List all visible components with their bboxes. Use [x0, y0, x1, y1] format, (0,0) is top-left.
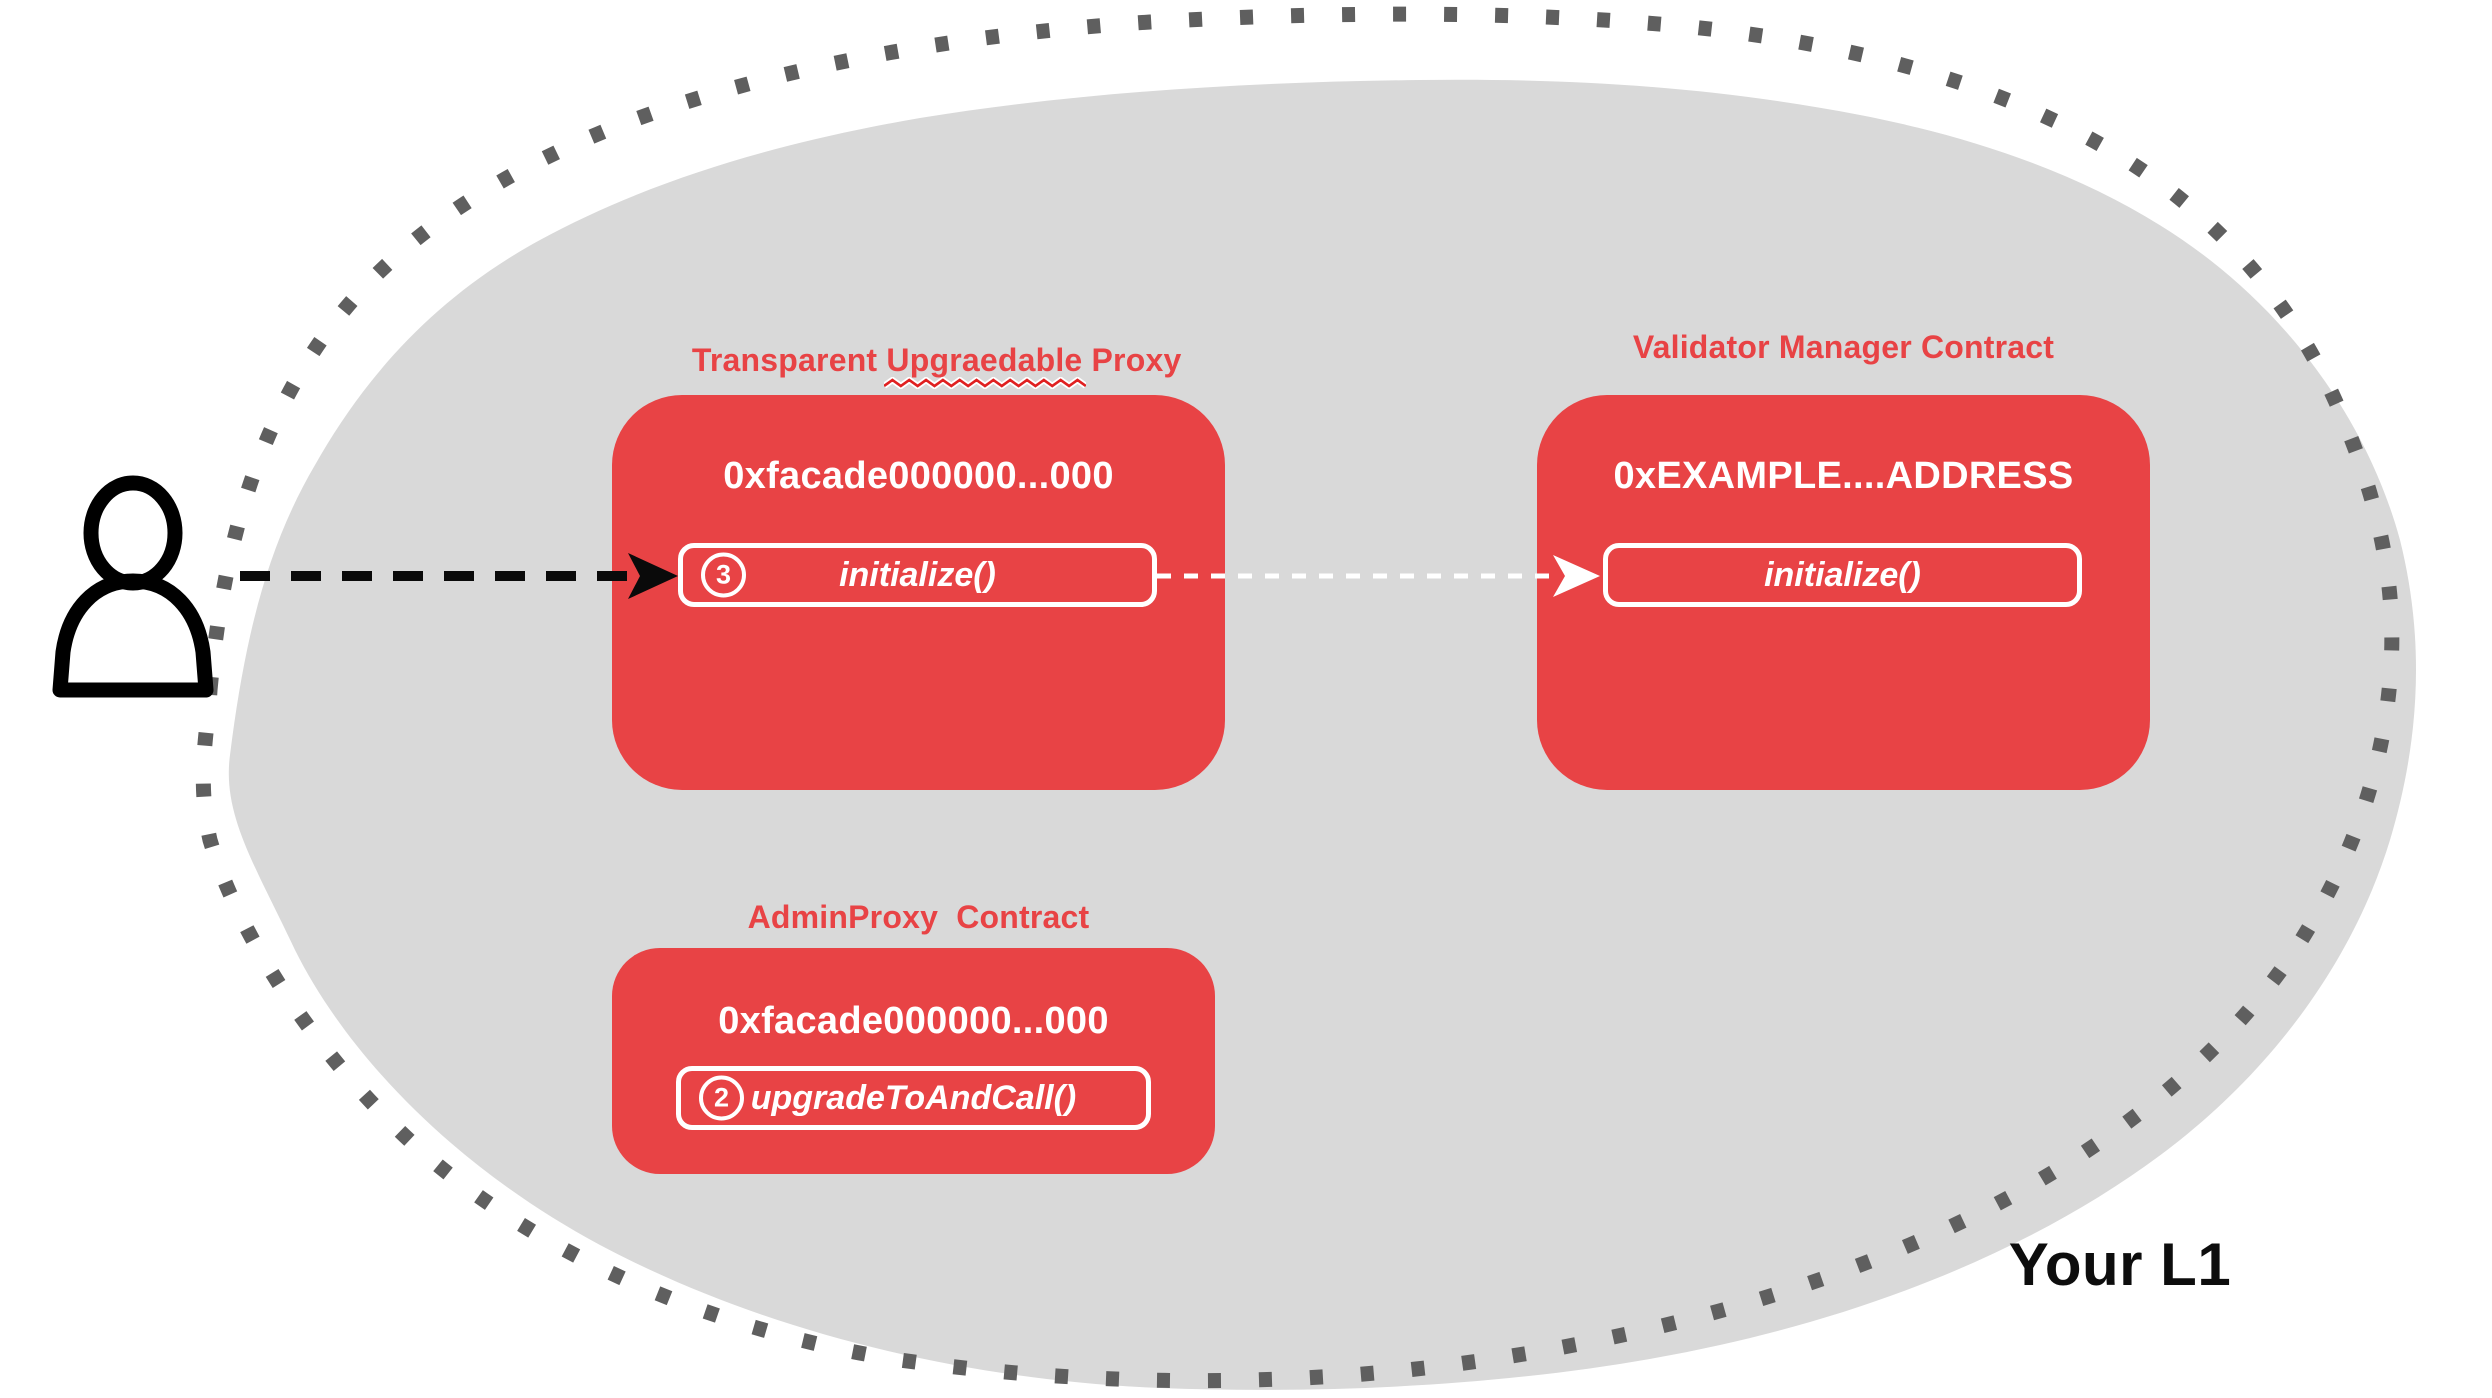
- spellcheck-squiggle-icon: [884, 377, 1087, 389]
- proxy-contract-card: 0xfacade000000...000 3 initialize(): [612, 395, 1225, 790]
- person-icon: [52, 475, 214, 698]
- validator-contract-title: Validator Manager Contract: [1632, 329, 2055, 365]
- upgrade-to-and-call-label: upgradeToAndCall(): [750, 1078, 1077, 1117]
- validator-contract-address: 0xEXAMPLE....ADDRESS: [1613, 455, 2074, 497]
- proxy-initialize-button: 3 initialize(): [678, 543, 1157, 607]
- validator-initialize-button: initialize(): [1603, 543, 2082, 607]
- admin-proxy-contract-address: 0xfacade000000...000: [718, 1000, 1109, 1042]
- admin-proxy-contract-title: AdminProxy Contract: [747, 899, 1090, 935]
- step-3-badge: 3: [701, 552, 746, 598]
- proxy-initialize-label: initialize(): [839, 555, 996, 594]
- step-2-badge: 2: [699, 1075, 744, 1121]
- validator-initialize-label: initialize(): [1764, 555, 1921, 594]
- proxy-title-part1: Transparent: [691, 342, 887, 378]
- validator-contract-card: 0xEXAMPLE....ADDRESS initialize(): [1537, 395, 2150, 790]
- proxy-title-misspelled-word: Upgraedable: [884, 341, 1087, 389]
- region-label: Your L1: [2008, 1231, 2232, 1298]
- proxy-title-part2: Proxy: [1082, 342, 1182, 378]
- proxy-contract-address: 0xfacade000000...000: [723, 455, 1114, 497]
- admin-proxy-contract-card: 0xfacade000000...000 2 upgradeToAndCall(…: [612, 948, 1215, 1174]
- upgrade-to-and-call-button: 2 upgradeToAndCall(): [676, 1066, 1151, 1130]
